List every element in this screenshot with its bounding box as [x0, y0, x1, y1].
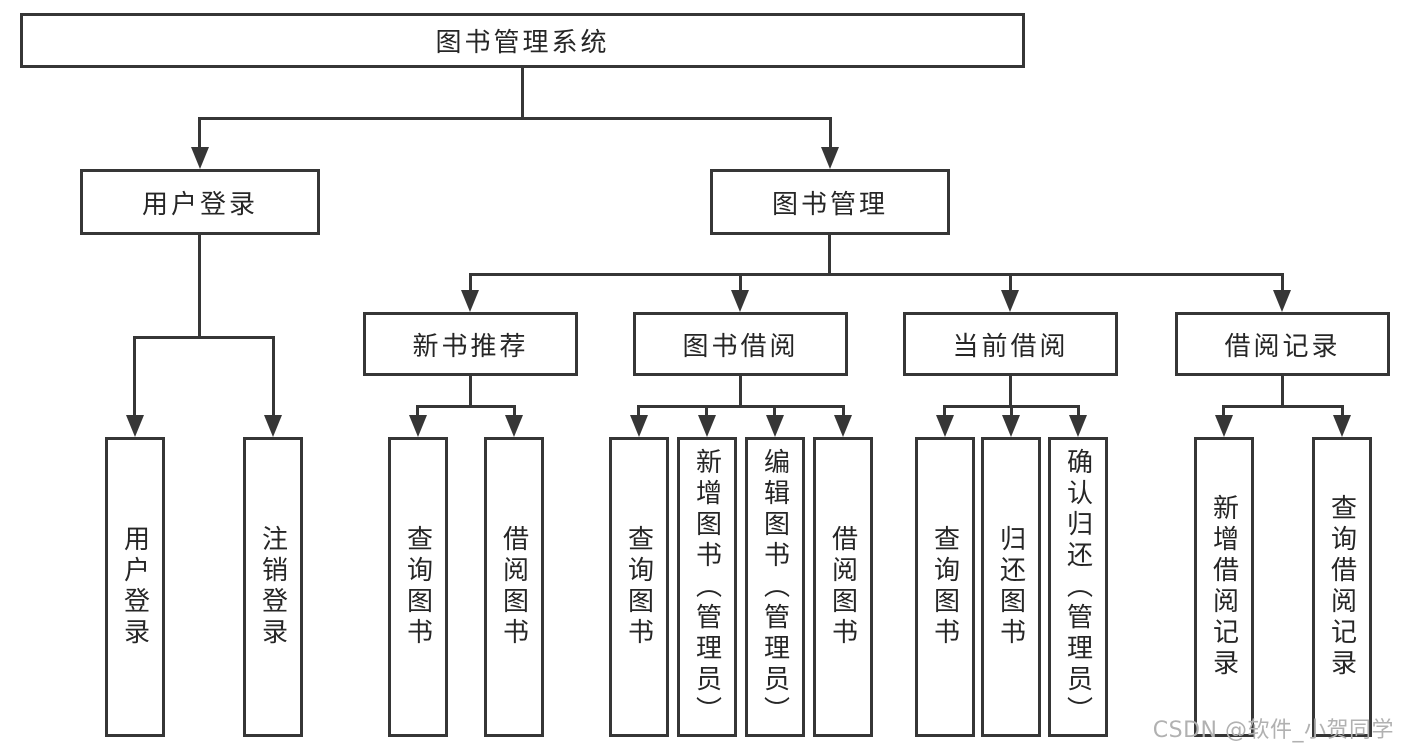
arrow-down-icon — [191, 147, 209, 169]
csdn-watermark: CSDN @软件_小贺同学 — [1152, 718, 1394, 743]
arrow-down-icon — [698, 415, 716, 437]
node-label: 新增借阅记录 — [1208, 494, 1239, 680]
arrow-down-icon — [1273, 290, 1291, 312]
arrow-down-icon — [1215, 415, 1233, 437]
leaf-query-books-borrow: 查询图书 — [609, 437, 669, 737]
arrow-down-icon — [461, 290, 479, 312]
connector-line — [1010, 405, 1013, 417]
connector-line — [521, 68, 524, 117]
node-label: 借阅图书 — [827, 525, 858, 649]
node-label: 借阅记录 — [1224, 331, 1341, 362]
node-label: 用户登录 — [141, 189, 258, 220]
arrow-down-icon — [766, 415, 784, 437]
connector-line — [198, 117, 201, 149]
node-borrow-records: 借阅记录 — [1175, 312, 1390, 376]
connector-line — [828, 235, 831, 273]
arrow-down-icon — [834, 415, 852, 437]
node-book-management: 图书管理 — [710, 169, 950, 235]
connector-line — [773, 405, 776, 417]
node-label: 借阅图书 — [498, 525, 529, 649]
node-label: 查询图书 — [623, 525, 654, 649]
node-label: 新书推荐 — [412, 331, 529, 362]
node-label: 图书借阅 — [682, 331, 799, 362]
arrow-down-icon — [126, 415, 144, 437]
leaf-borrow-books-recommend: 借阅图书 — [484, 437, 544, 737]
leaf-query-borrow-record: 查询借阅记录 — [1312, 437, 1372, 737]
node-book-borrow: 图书借阅 — [633, 312, 848, 376]
connector-line — [637, 405, 845, 408]
connector-line — [842, 405, 845, 417]
node-label: 用户登录 — [119, 525, 150, 649]
arrow-down-icon — [1069, 415, 1087, 437]
connector-line — [1077, 405, 1080, 417]
connector-line — [1222, 405, 1344, 408]
leaf-query-books-current: 查询图书 — [915, 437, 975, 737]
connector-line — [1009, 376, 1012, 405]
arrow-down-icon — [731, 290, 749, 312]
node-new-book-recommend: 新书推荐 — [363, 312, 578, 376]
connector-line — [133, 336, 275, 339]
connector-line — [416, 405, 516, 408]
leaf-return-book: 归还图书 — [981, 437, 1041, 737]
connector-line — [1281, 273, 1284, 292]
connector-line — [1281, 376, 1284, 405]
node-label: 查询图书 — [402, 525, 433, 649]
node-label: 当前借阅 — [952, 331, 1069, 362]
leaf-add-borrow-record: 新增借阅记录 — [1194, 437, 1254, 737]
connector-line — [416, 405, 419, 417]
arrow-down-icon — [630, 415, 648, 437]
connector-line — [739, 376, 742, 405]
node-label: 图书管理系统 — [435, 28, 610, 58]
node-label: 注销登录 — [257, 525, 288, 649]
node-label: 确认归还（管理员） — [1062, 447, 1093, 727]
connector-line — [469, 273, 472, 292]
connector-line — [513, 405, 516, 417]
connector-line — [198, 235, 201, 336]
node-user-login: 用户登录 — [80, 169, 320, 235]
connector-line — [1009, 273, 1012, 292]
arrow-down-icon — [1001, 290, 1019, 312]
leaf-edit-book-admin: 编辑图书（管理员） — [745, 437, 805, 737]
arrow-down-icon — [1002, 415, 1020, 437]
connector-line — [739, 273, 742, 292]
connector-line — [272, 336, 275, 417]
connector-line — [637, 405, 640, 417]
node-label: 查询图书 — [929, 525, 960, 649]
arrow-down-icon — [505, 415, 523, 437]
node-label: 图书管理 — [771, 189, 888, 220]
connector-line — [469, 376, 472, 405]
connector-line — [469, 273, 1284, 276]
connector-line — [1222, 405, 1225, 417]
connector-line — [133, 336, 136, 417]
arrow-down-icon — [264, 415, 282, 437]
connector-line — [198, 117, 832, 120]
leaf-add-book-admin: 新增图书（管理员） — [677, 437, 737, 737]
node-system-root: 图书管理系统 — [20, 13, 1025, 68]
arrow-down-icon — [1333, 415, 1351, 437]
node-label: 归还图书 — [995, 525, 1026, 649]
node-current-borrow: 当前借阅 — [903, 312, 1118, 376]
leaf-logout: 注销登录 — [243, 437, 303, 737]
leaf-borrow-books-borrow: 借阅图书 — [813, 437, 873, 737]
node-label: 查询借阅记录 — [1326, 494, 1357, 680]
connector-line — [1341, 405, 1344, 417]
arrow-down-icon — [409, 415, 427, 437]
arrow-down-icon — [821, 147, 839, 169]
leaf-confirm-return-admin: 确认归还（管理员） — [1048, 437, 1108, 737]
connector-line — [943, 405, 946, 417]
arrow-down-icon — [936, 415, 954, 437]
connector-line — [829, 117, 832, 149]
leaf-query-books-recommend: 查询图书 — [388, 437, 448, 737]
node-label: 编辑图书（管理员） — [759, 447, 790, 727]
node-label: 新增图书（管理员） — [691, 447, 722, 727]
connector-line — [705, 405, 708, 417]
leaf-user-login: 用户登录 — [105, 437, 165, 737]
